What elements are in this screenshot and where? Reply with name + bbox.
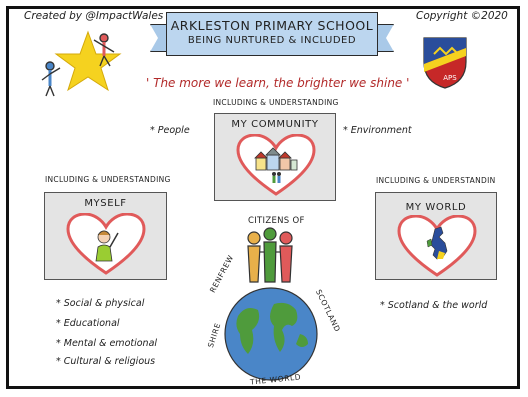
- myself-note-1: * Social & physical: [56, 298, 145, 309]
- world-caption: INCLUDING & UNDERSTANDIN: [376, 176, 496, 185]
- star-figures-illustration: [41, 30, 122, 97]
- community-title: MY COMMUNITY: [231, 119, 319, 130]
- myself-title: MYSELF: [84, 198, 127, 209]
- school-motto: ' The more we learn, the brighter we shi…: [146, 76, 410, 90]
- globe-caption: CITIZENS OF: [248, 216, 305, 226]
- myself-note-2: * Educational: [56, 318, 120, 329]
- people-group-icon: [272, 172, 281, 183]
- world-note: * Scotland & the world: [380, 300, 488, 311]
- copyright-text: Copyright ©2020: [416, 10, 508, 22]
- crest-text: APS: [443, 74, 457, 82]
- title-banner: ARKLESTON PRIMARY SCHOOL BEING NURTURED …: [166, 12, 378, 56]
- world-panel: MY WORLD: [375, 192, 497, 280]
- community-people-note: * People: [150, 125, 190, 136]
- world-title: MY WORLD: [405, 202, 467, 213]
- community-environment-note: * Environment: [343, 125, 412, 136]
- world-heart-illustration: [397, 215, 477, 277]
- figure-left-icon: [41, 61, 61, 97]
- houses-icon: [254, 147, 298, 171]
- school-crest-icon: APS: [423, 37, 467, 89]
- globe-citizens-illustration: [224, 227, 318, 381]
- community-caption: INCLUDING & UNDERSTANDING: [213, 98, 339, 107]
- community-panel: MY COMMUNITY: [214, 113, 336, 201]
- figure-right-icon: [93, 33, 115, 67]
- child-waving-icon: [95, 230, 119, 262]
- citizens-figures-icon: [247, 227, 293, 283]
- myself-note-4: * Cultural & religious: [56, 356, 156, 367]
- school-tagline: BEING NURTURED & INCLUDED: [187, 35, 357, 46]
- credit-text: Created by @ImpactWales: [24, 10, 164, 22]
- heart-icon: [66, 213, 146, 275]
- star-icon: [54, 30, 122, 92]
- myself-heart-illustration: [66, 213, 146, 275]
- myself-caption: INCLUDING & UNDERSTANDING: [45, 175, 171, 184]
- myself-panel: MYSELF: [44, 192, 167, 280]
- globe-icon: [224, 287, 318, 381]
- school-name: ARKLESTON PRIMARY SCHOOL: [170, 18, 374, 33]
- myself-note-3: * Mental & emotional: [56, 338, 158, 349]
- community-heart-illustration: [236, 134, 316, 196]
